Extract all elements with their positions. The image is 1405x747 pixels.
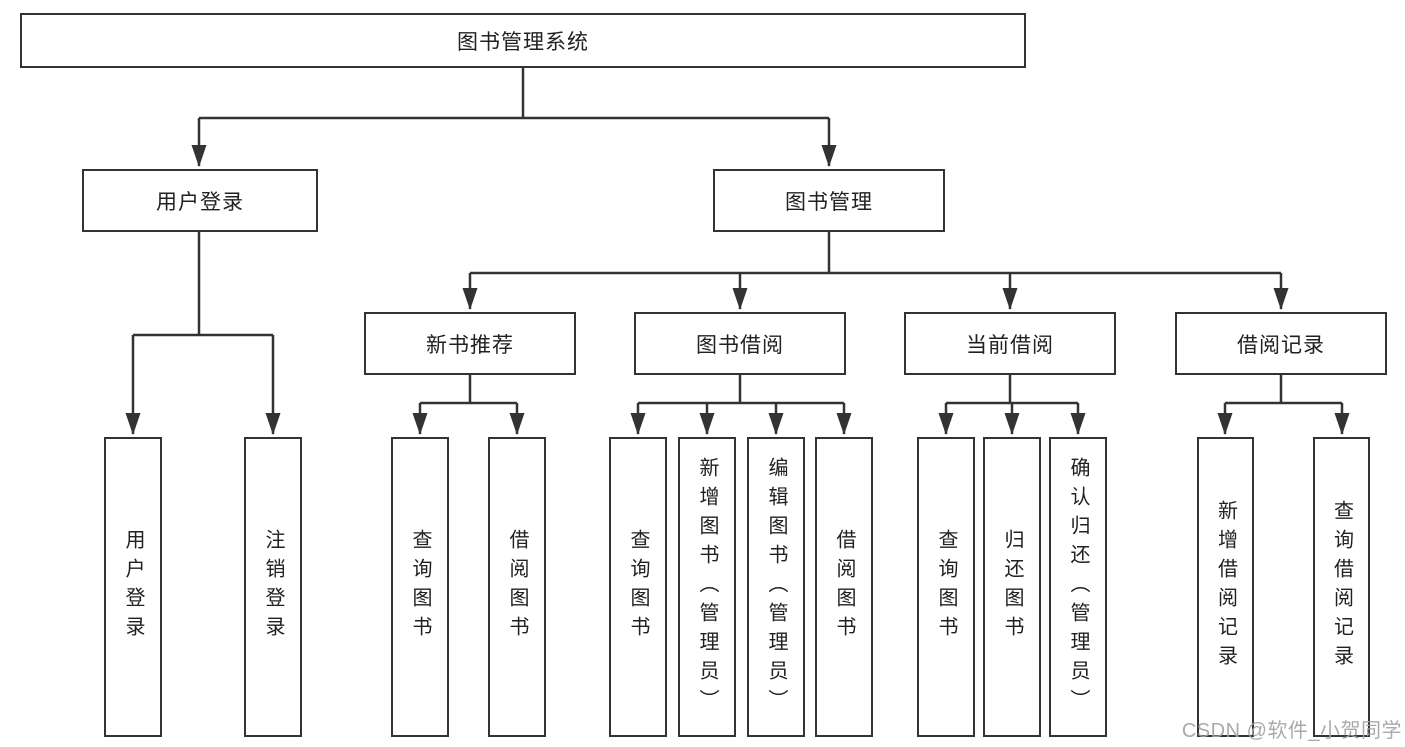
leaf-query-book-recommend-label: 查询图书: [409, 529, 431, 645]
node-borrow-records: 借阅记录: [1175, 312, 1387, 375]
node-current-borrow: 当前借阅: [904, 312, 1116, 375]
leaf-query-borrow-record-label: 查询借阅记录: [1330, 500, 1353, 674]
leaf-edit-book-admin-label: 编辑图书（管理员）: [765, 456, 787, 718]
leaf-borrow-book-recommend-label: 借阅图书: [506, 529, 528, 645]
node-root-library-system: 图书管理系统: [20, 13, 1026, 68]
leaf-borrow-book-recommend: 借阅图书: [488, 437, 546, 737]
leaf-borrow-book: 借阅图书: [815, 437, 873, 737]
leaf-query-book-borrow-label: 查询图书: [627, 529, 649, 645]
leaf-add-borrow-record-label: 新增借阅记录: [1214, 500, 1237, 674]
leaf-confirm-return-admin: 确认归还（管理员）: [1049, 437, 1107, 737]
leaf-query-borrow-record: 查询借阅记录: [1313, 437, 1370, 737]
leaf-add-book-admin: 新增图书（管理员）: [678, 437, 736, 737]
node-user-login-group: 用户登录: [82, 169, 318, 232]
leaf-user-login-label: 用户登录: [122, 529, 144, 645]
leaf-add-book-admin-label: 新增图书（管理员）: [696, 456, 718, 718]
leaf-user-login: 用户登录: [104, 437, 162, 737]
leaf-logout-login: 注销登录: [244, 437, 302, 737]
leaf-edit-book-admin: 编辑图书（管理员）: [747, 437, 805, 737]
leaf-return-book-label: 归还图书: [1001, 529, 1023, 645]
connector-trunk-lines: [133, 68, 1342, 405]
leaf-confirm-return-admin-label: 确认归还（管理员）: [1067, 456, 1089, 718]
leaf-query-book-borrow: 查询图书: [609, 437, 667, 737]
leaf-query-book-current: 查询图书: [917, 437, 975, 737]
leaf-query-book-recommend: 查询图书: [391, 437, 449, 737]
leaf-borrow-book-label: 借阅图书: [833, 529, 855, 645]
node-book-management-group: 图书管理: [713, 169, 945, 232]
leaf-return-book: 归还图书: [983, 437, 1041, 737]
node-book-borrow: 图书借阅: [634, 312, 846, 375]
csdn-watermark: CSDN @软件_小贺同学: [1181, 720, 1402, 742]
leaf-query-book-current-label: 查询图书: [935, 529, 957, 645]
leaf-logout-login-label: 注销登录: [262, 529, 284, 645]
leaf-add-borrow-record: 新增借阅记录: [1197, 437, 1254, 737]
node-new-book-recommend: 新书推荐: [364, 312, 576, 375]
